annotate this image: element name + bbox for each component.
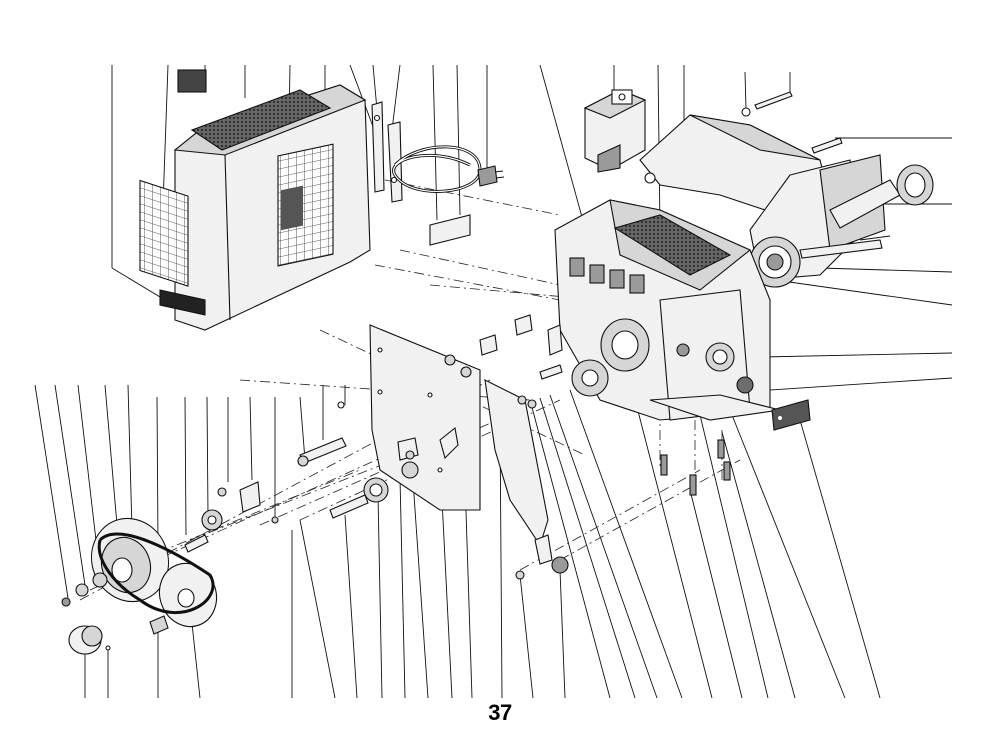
lever-plate	[515, 534, 569, 580]
housing-bolts	[660, 439, 731, 496]
main-housing	[554, 199, 781, 421]
cover-housing	[139, 69, 371, 331]
top-screw	[741, 91, 843, 154]
pulley-belt	[61, 517, 218, 655]
page-number: 37	[488, 700, 512, 725]
gear-parts	[184, 426, 459, 553]
switch-block	[583, 89, 647, 173]
nameplate	[771, 399, 811, 431]
side-plate	[369, 324, 549, 547]
motor-assembly	[749, 154, 934, 288]
top-brackets	[371, 101, 403, 203]
center-hardware	[297, 314, 563, 467]
power-cable	[392, 145, 505, 246]
